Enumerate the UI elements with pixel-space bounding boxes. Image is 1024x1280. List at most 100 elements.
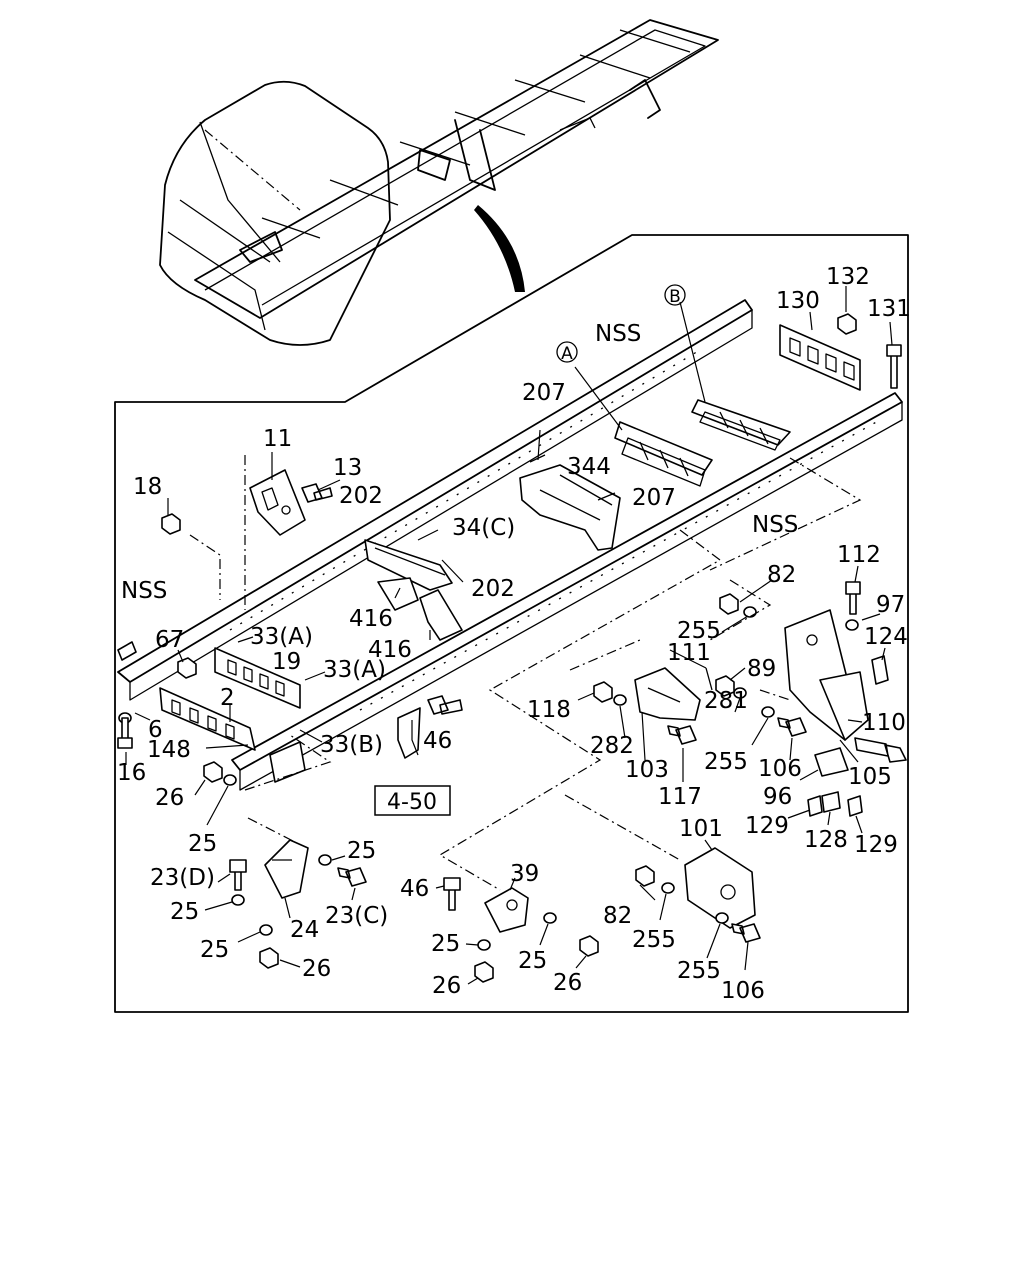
washer-icon: [231, 894, 245, 906]
callout-23c: 23(C): [325, 903, 388, 929]
nut-icon: [474, 961, 494, 983]
callout-255-mid: 255: [704, 749, 748, 775]
callout-106-top: 106: [758, 756, 802, 782]
callout-255-bottom: 255: [677, 958, 721, 984]
nut-icon: [593, 681, 613, 703]
circled-ref-a: A: [556, 341, 578, 364]
bolt-icon: [777, 717, 807, 737]
callout-25-left: 25: [188, 831, 217, 857]
bracket-34c: [364, 539, 453, 591]
callout-39: 39: [510, 861, 539, 887]
callout-96: 96: [763, 784, 792, 810]
shim-129-right: [847, 795, 863, 817]
cross-member-2: [159, 687, 256, 751]
circled-ref-b: B: [664, 284, 686, 307]
callout-255-top: 255: [677, 618, 721, 644]
callout-148: 148: [147, 737, 191, 763]
bolt-icon: [301, 483, 333, 503]
callout-18: 18: [133, 474, 162, 500]
callout-6: 6: [148, 717, 163, 743]
nut-icon: [203, 761, 223, 783]
washer-icon: [761, 706, 775, 718]
bracket-416: [377, 577, 463, 641]
washer-icon: [661, 882, 675, 894]
callout-112: 112: [837, 542, 881, 568]
callout-129-right: 129: [854, 832, 898, 858]
cross-member-a: [614, 421, 713, 487]
bolt-icon: [854, 737, 907, 763]
washer-icon: [477, 939, 491, 951]
callout-nss-right: NSS: [752, 512, 798, 538]
bolt-icon: [229, 859, 247, 891]
callout-25-bracket: 25: [347, 838, 376, 864]
cross-member-344: [519, 464, 621, 551]
bolt-icon: [731, 923, 761, 943]
callout-nss-top: NSS: [595, 321, 641, 347]
bracket-11: [249, 469, 306, 536]
callout-26-left: 26: [155, 785, 184, 811]
cross-member-b: [691, 399, 791, 451]
shackle-bracket-103: [634, 667, 701, 721]
callout-16: 16: [117, 760, 146, 786]
callout-130: 130: [776, 288, 820, 314]
callout-132: 132: [826, 264, 870, 290]
callout-118: 118: [527, 697, 571, 723]
callout-82-bottom: 82: [603, 903, 632, 929]
callout-19: 19: [272, 649, 301, 675]
callout-33b: 33(B): [320, 732, 383, 758]
washer-icon: [845, 619, 859, 631]
callout-128: 128: [804, 827, 848, 853]
part-callouts: NSS NSS NSS 132 130 131 207 344 207 11 1…: [117, 264, 911, 1004]
nut-icon: [635, 865, 655, 887]
nut-icon: [161, 513, 181, 535]
nut-icon: [259, 947, 279, 969]
nut-icon: [837, 313, 857, 335]
callout-46-bottom: 46: [400, 876, 429, 902]
callout-106-bottom: 106: [721, 978, 765, 1004]
callout-129-left: 129: [745, 813, 789, 839]
callout-416-top: 416: [349, 606, 393, 632]
reference-box-label: 4-50: [387, 790, 437, 815]
nut-icon: [579, 935, 599, 957]
callout-82-top: 82: [767, 562, 796, 588]
washer-icon: [715, 912, 729, 924]
callout-416-bottom: 416: [368, 637, 412, 663]
washer-icon: [543, 912, 557, 924]
washer-icon: [613, 694, 627, 706]
bolt-icon: [117, 717, 133, 749]
callout-nss-left: NSS: [121, 578, 167, 604]
nut-icon: [177, 657, 197, 679]
detail-pointer-arrow: [474, 205, 525, 292]
cross-member-19: [214, 647, 301, 709]
callout-33a-top: 33(A): [250, 624, 313, 650]
callout-110: 110: [862, 710, 906, 736]
bracket-24: [264, 839, 309, 899]
bracket-39: [484, 887, 529, 933]
callout-26-bottom-left: 26: [302, 956, 331, 982]
truck-overview-sketch: [159, 19, 719, 346]
hanger-bracket-105: [784, 609, 869, 741]
callout-111: 111: [667, 640, 711, 666]
callout-105: 105: [848, 764, 892, 790]
callout-25-right: 25: [518, 948, 547, 974]
callout-2: 2: [220, 685, 235, 711]
detail-frame-border: [114, 234, 909, 1013]
bolt-icon: [427, 695, 463, 715]
pin-111: [705, 667, 713, 691]
bushing-128: [821, 791, 841, 813]
plate-96: [814, 747, 849, 777]
shim-129-left: [807, 795, 823, 817]
washer-icon: [223, 774, 237, 786]
callout-281: 281: [704, 688, 748, 714]
assembly-group-outlines: [189, 455, 862, 891]
cross-member-130: [779, 324, 861, 391]
callout-13: 13: [333, 455, 362, 481]
leader-lines: [125, 286, 893, 985]
callout-25-mid: 25: [170, 899, 199, 925]
callout-24: 24: [290, 917, 319, 943]
callout-23d: 23(D): [150, 865, 215, 891]
reference-box-4-50[interactable]: 4-50: [374, 785, 451, 816]
circled-ref-a-text: A: [561, 344, 573, 364]
nut-icon: [719, 593, 739, 615]
